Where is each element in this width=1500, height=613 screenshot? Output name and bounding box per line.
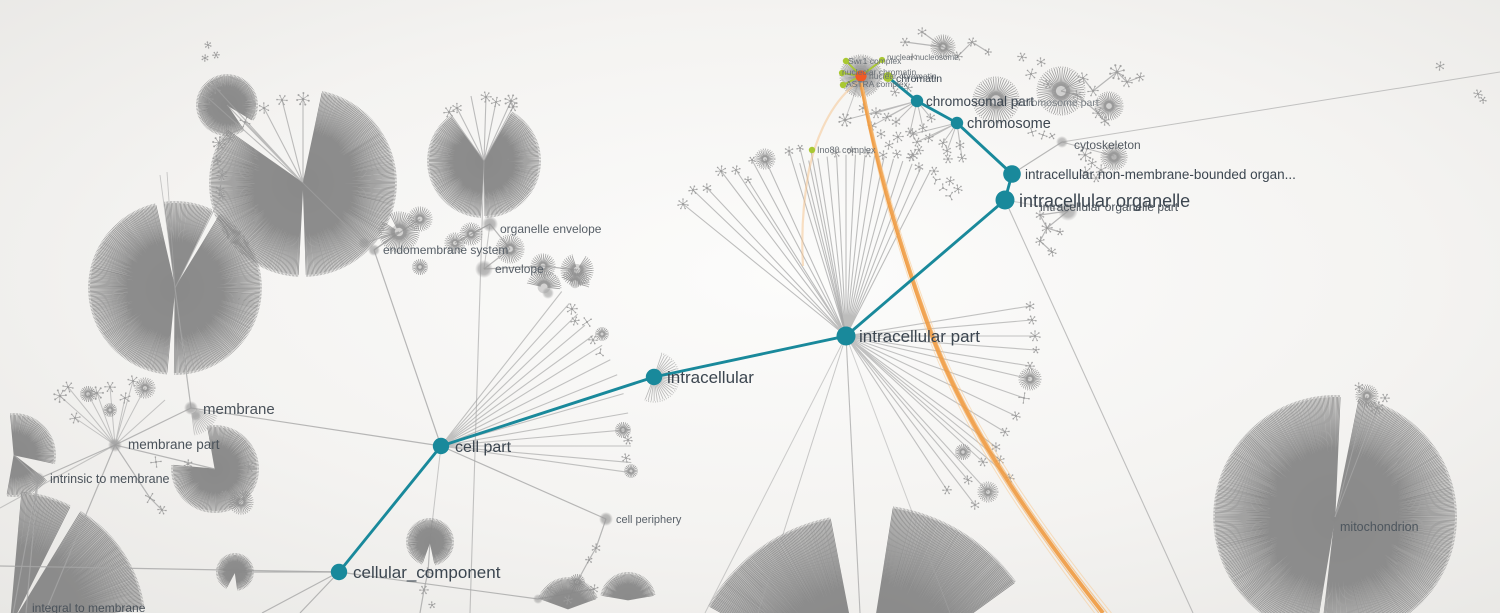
svg-text:cellular_component: cellular_component <box>353 563 501 582</box>
svg-text:nuclear nucleosome: nuclear nucleosome <box>887 53 959 62</box>
svg-text:chromatin: chromatin <box>896 73 942 85</box>
svg-text:intracellular part: intracellular part <box>859 327 980 346</box>
svg-text:intrinsic to membrane: intrinsic to membrane <box>50 472 170 486</box>
svg-text:cytoskeleton: cytoskeleton <box>1074 138 1141 152</box>
svg-text:cell periphery: cell periphery <box>616 514 682 526</box>
svg-text:nucleolar chromatin: nucleolar chromatin <box>842 67 916 77</box>
svg-text:Swr1 complex: Swr1 complex <box>848 56 902 66</box>
svg-text:ASTRA complex: ASTRA complex <box>846 79 909 89</box>
svg-text:nuclear chromatin: nuclear chromatin <box>869 71 937 81</box>
svg-text:endomembrane system: endomembrane system <box>383 243 508 257</box>
svg-text:mitochondrion: mitochondrion <box>1340 520 1419 534</box>
svg-text:chromosome: chromosome <box>967 116 1051 132</box>
svg-text:integral to membrane: integral to membrane <box>32 601 146 613</box>
svg-text:chromosome part: chromosome part <box>1017 97 1099 109</box>
svg-text:intracellular: intracellular <box>667 368 754 387</box>
svg-text:chromosomal part: chromosomal part <box>926 94 1034 109</box>
svg-text:intracellular organelle: intracellular organelle <box>1019 191 1190 211</box>
svg-text:intracellular organelle part: intracellular organelle part <box>1040 200 1179 214</box>
svg-text:envelope: envelope <box>495 262 544 276</box>
svg-text:Ino80 complex: Ino80 complex <box>817 145 876 155</box>
svg-text:membrane: membrane <box>203 401 275 418</box>
svg-text:intracellular non-membrane-bou: intracellular non-membrane-bounded organ… <box>1025 167 1296 182</box>
svg-text:cell part: cell part <box>455 439 512 456</box>
svg-text:membrane part: membrane part <box>128 437 220 452</box>
svg-text:organelle envelope: organelle envelope <box>500 222 602 236</box>
